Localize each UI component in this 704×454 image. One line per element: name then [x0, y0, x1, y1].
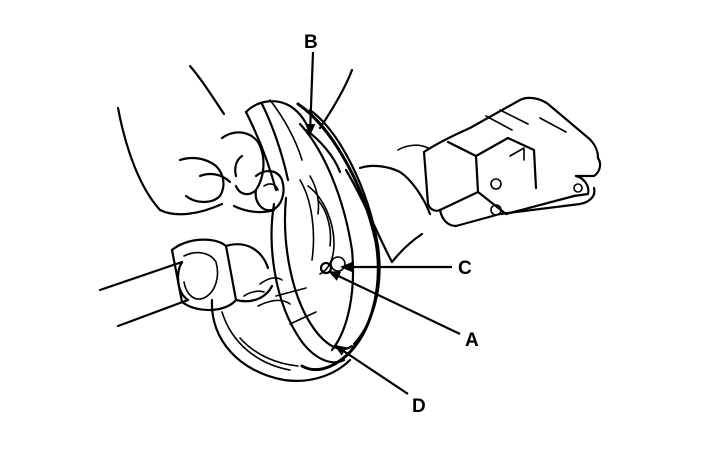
belt-guide-plate	[244, 99, 342, 215]
callout-d-label: D	[412, 396, 426, 417]
pulley	[210, 277, 352, 382]
right-hand	[318, 68, 432, 264]
callout-c-label: C	[458, 258, 472, 279]
left-hand	[116, 64, 285, 216]
callout-a-label: A	[465, 330, 479, 351]
shaft-collar	[170, 238, 274, 312]
callout-c: C	[340, 258, 472, 279]
callout-b-label: B	[304, 32, 318, 53]
shaft	[98, 260, 190, 328]
drive-belt	[296, 102, 381, 372]
callout-a: A	[328, 271, 479, 351]
engine-bracket	[422, 96, 602, 228]
callout-b: B	[304, 32, 318, 136]
callout-d: D	[334, 344, 426, 417]
